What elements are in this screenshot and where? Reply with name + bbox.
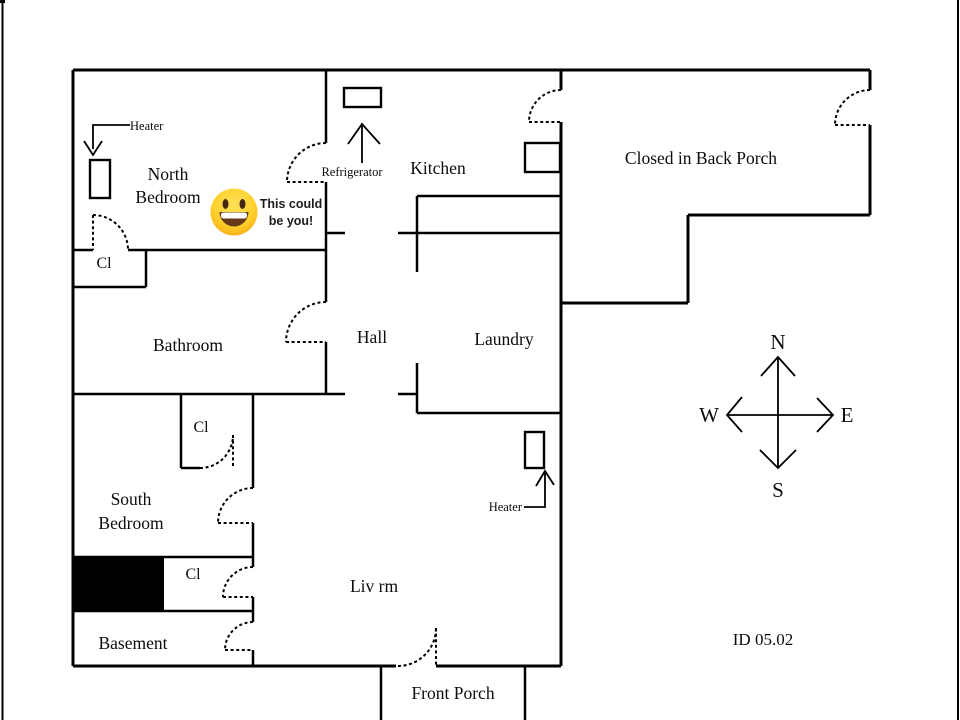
label-refrigerator: Refrigerator [321,165,383,179]
door-kitchen-porch [528,89,562,123]
door-north-closet [92,214,129,251]
label-basement: Basement [98,633,167,653]
door-back-porch [834,89,871,126]
label-laundry: Laundry [474,329,534,349]
label-closet-south: Cl [185,566,201,583]
label-south-bedroom-line1: South [111,489,152,509]
room-labels: North Bedroom Kitchen Closed in Back Por… [96,148,777,703]
compass-w-label: W [699,403,719,427]
compass-arrow-south [759,449,797,470]
emoji-right-eye [239,199,246,209]
compass-s-label: S [772,478,784,502]
compass-e-label: E [841,403,854,427]
door-middle-closet [199,434,234,469]
door-bathroom [285,301,327,343]
doors [92,89,871,667]
annotation-line2: be you! [269,214,313,228]
compass-n-label: N [770,330,785,354]
door-front [397,627,437,667]
annotation-line1: This could [260,197,323,211]
label-bathroom: Bathroom [153,335,223,355]
heater-south-arrow [524,469,555,508]
annotation: This could be you! [260,197,323,228]
heater-north-unit [88,158,112,200]
door-south-closet [222,566,254,598]
label-back-porch: Closed in Back Porch [625,148,777,168]
compass-arrow-west [725,396,743,433]
label-closet-north: Cl [96,255,112,272]
door-basement [224,621,254,651]
heater-north-arrow [83,124,130,157]
basement-stairs-block [73,557,164,611]
label-north-bedroom-line2: Bedroom [135,187,201,207]
fixture-labels: Heater Refrigerator Heater [130,119,523,514]
kitchen-sink-unit [523,141,562,174]
fixtures [83,86,562,508]
label-heater-south: Heater [489,500,523,514]
label-closet-middle: Cl [193,419,209,436]
label-living-room: Liv rm [350,576,399,596]
label-south-bedroom-line2: Bedroom [98,513,164,533]
compass-arrow-north [760,355,796,377]
heater-south-unit [523,430,546,470]
plan-id: ID 05.02 [733,630,793,649]
label-north-bedroom-line1: North [148,164,189,184]
door-south-bedroom [217,487,254,524]
refrigerator-arrow [347,122,381,163]
refrigerator-unit [342,86,383,109]
interior-walls [73,70,561,720]
emoji-teeth [221,212,247,219]
label-hall: Hall [357,327,387,347]
grinning-face-emoji-icon [210,188,258,236]
door-north-bedroom [286,142,327,183]
emoji-left-eye [222,199,229,209]
label-front-porch: Front Porch [411,683,494,703]
compass-arrow-east [816,397,835,433]
compass-rose: N S W E [699,330,853,502]
label-kitchen: Kitchen [410,158,466,178]
label-heater-north: Heater [130,119,164,133]
